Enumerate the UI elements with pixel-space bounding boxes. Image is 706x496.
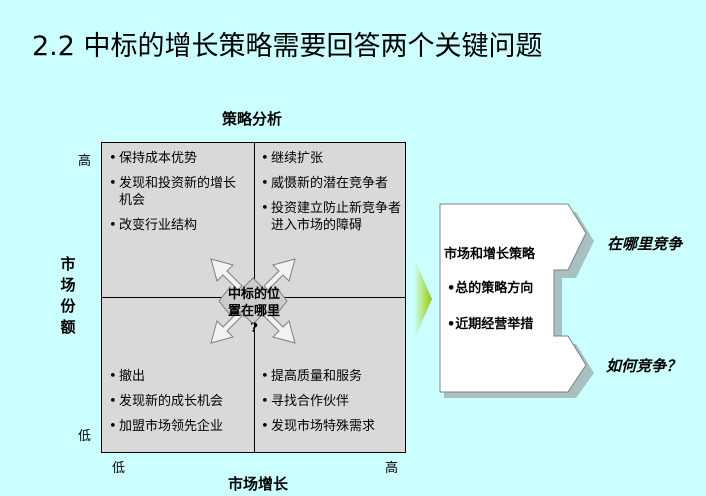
list-item: 撤出 <box>109 368 249 385</box>
page-title: 2.2 中标的增长策略需要回答两个关键问题 <box>32 31 543 62</box>
list-item: 保持成本优势 <box>109 150 244 167</box>
list-item: 改变行业结构 <box>109 217 244 234</box>
y-axis-high: 高 <box>78 154 92 169</box>
question-how: 如何竞争？ <box>606 357 682 375</box>
green-arrow-icon <box>414 258 432 340</box>
top-left-list: 保持成本优势 发现和投资新的增长机会 改变行业结构 <box>109 150 244 242</box>
list-item: 提高质量和服务 <box>261 368 403 385</box>
matrix-top-label: 策略分析 <box>222 110 283 128</box>
strategy-item: •近期经营举措 <box>447 317 534 332</box>
x-axis-high: 高 <box>385 461 399 476</box>
top-right-list: 继续扩张 威慑新的潜在竞争者 投资建立防止新竞争者进入市场的障碍 <box>261 150 403 242</box>
y-axis-label: 市 场 份 额 <box>60 255 76 336</box>
strategy-heading: 市场和增长策略 <box>444 247 536 262</box>
four-way-arrow-icon <box>210 258 296 344</box>
list-item: 继续扩张 <box>261 150 403 167</box>
center-question: 中标的位 置在哪里 ? <box>227 287 280 336</box>
list-item: 加盟市场领先企业 <box>109 418 249 435</box>
strategy-shape <box>439 203 594 398</box>
list-item: 发现和投资新的增长机会 <box>109 175 244 209</box>
bottom-left-list: 撤出 发现新的成长机会 加盟市场领先企业 <box>109 368 249 443</box>
strategy-item: •总的策略方向 <box>447 281 534 296</box>
bottom-right-list: 提高质量和服务 寻找合作伙伴 发现市场特殊需求 <box>261 368 403 443</box>
list-item: 投资建立防止新竞争者进入市场的障碍 <box>261 200 403 234</box>
y-axis-low: 低 <box>78 429 92 444</box>
list-item: 威慑新的潜在竞争者 <box>261 175 403 192</box>
list-item: 发现市场特殊需求 <box>261 418 403 435</box>
x-axis-label: 市场增长 <box>228 475 289 493</box>
list-item: 寻找合作伙伴 <box>261 393 403 410</box>
list-item: 发现新的成长机会 <box>109 393 249 410</box>
question-where: 在哪里竞争 <box>607 235 683 253</box>
x-axis-low: 低 <box>112 461 126 476</box>
